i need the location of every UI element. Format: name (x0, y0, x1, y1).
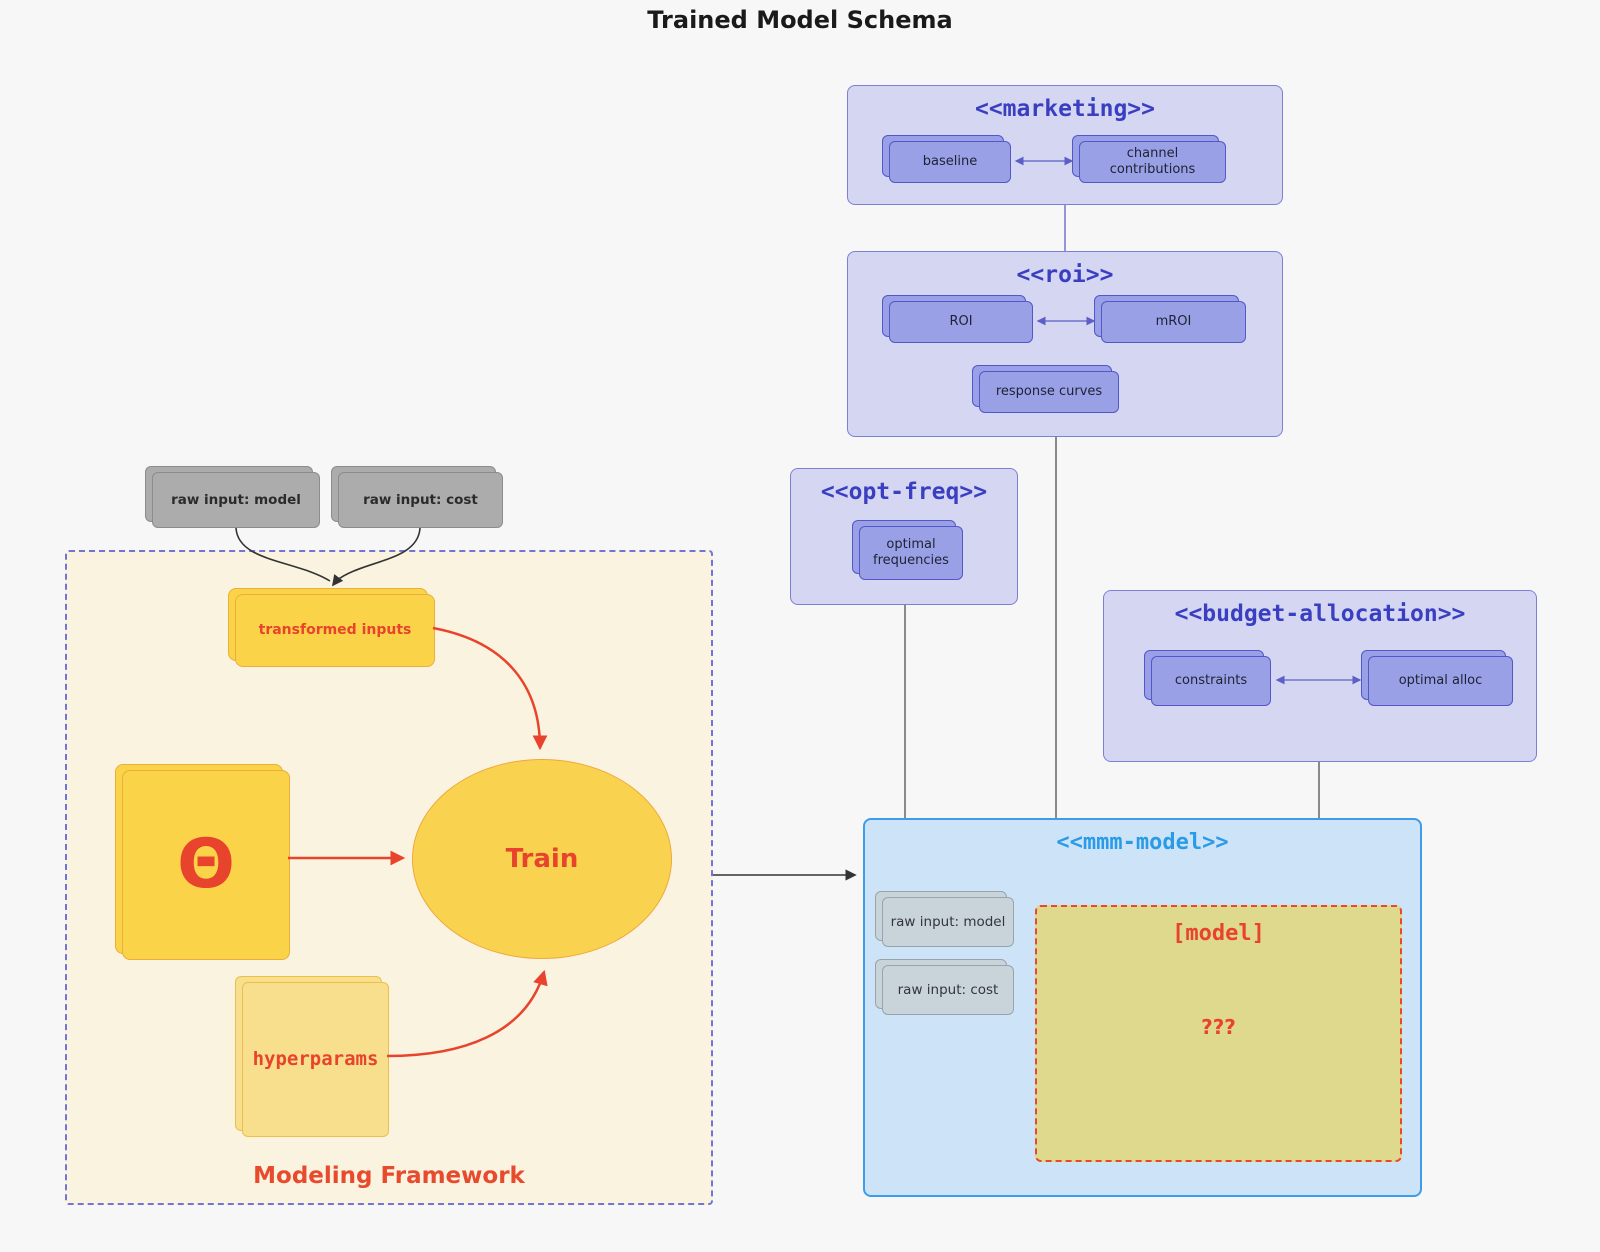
response-curves-node: response curves (972, 365, 1119, 413)
roi-label: ROI (949, 313, 973, 329)
model-label: [model] (1172, 921, 1265, 946)
opt-freq-subgraph: <<opt-freq>> optimal frequencies (790, 468, 1018, 605)
theta-node: Θ (115, 764, 290, 960)
transformed-inputs-node: transformed inputs (228, 588, 435, 667)
roi-subgraph: <<roi>> ROI mROI response curves (847, 251, 1283, 437)
opt-freq-title: <<opt-freq>> (820, 479, 988, 505)
raw-input-cost-node: raw input: cost (331, 466, 503, 528)
response-curves-label: response curves (995, 383, 1103, 399)
mmm-raw-input-cost-label: raw input: cost (897, 981, 999, 998)
page-title: Trained Model Schema (647, 6, 953, 34)
optimal-alloc-label: optimal alloc (1398, 672, 1483, 688)
model-unknown-label: ??? (1201, 1015, 1236, 1039)
optimal-frequencies-label: optimal frequencies (873, 536, 949, 568)
roi-title: <<roi>> (1016, 262, 1114, 288)
raw-input-cost-label: raw input: cost (363, 491, 478, 508)
roi-node: ROI (882, 295, 1033, 343)
hyperparams-label: hyperparams (252, 1047, 379, 1070)
hyperparams-node: hyperparams (235, 976, 389, 1137)
mmm-model-title: <<mmm-model>> (1056, 830, 1229, 855)
raw-input-model-label: raw input: model (171, 491, 301, 508)
mroi-label: mROI (1155, 313, 1192, 329)
baseline-node: baseline (882, 135, 1011, 183)
mmm-model-subgraph: <<mmm-model>> raw input: model raw input… (863, 818, 1422, 1197)
marketing-title: <<marketing>> (974, 96, 1155, 122)
constraints-node: constraints (1144, 650, 1271, 706)
modeling-framework-label: Modeling Framework (253, 1163, 525, 1189)
channel-contributions-label: channel contributions (1109, 145, 1196, 177)
train-node: Train (412, 759, 672, 959)
mroi-node: mROI (1094, 295, 1246, 343)
budget-allocation-subgraph: <<budget-allocation>> constraints optima… (1103, 590, 1537, 762)
constraints-label: constraints (1174, 672, 1248, 688)
train-label: Train (505, 844, 579, 874)
theta-glyph: Θ (177, 825, 235, 904)
mmm-raw-input-model-node: raw input: model (875, 891, 1014, 947)
mmm-raw-input-cost-node: raw input: cost (875, 959, 1014, 1015)
optimal-alloc-node: optimal alloc (1361, 650, 1513, 706)
transformed-inputs-label: transformed inputs (258, 621, 412, 638)
optimal-frequencies-node: optimal frequencies (852, 520, 963, 580)
baseline-label: baseline (922, 153, 978, 169)
budget-allocation-title: <<budget-allocation>> (1174, 601, 1466, 627)
channel-contributions-node: channel contributions (1072, 135, 1226, 183)
marketing-subgraph: <<marketing>> baseline channel contribut… (847, 85, 1283, 205)
model-placeholder-box: [model] ??? (1035, 905, 1402, 1162)
raw-input-model-node: raw input: model (145, 466, 320, 528)
modeling-framework-subgraph: transformed inputs Θ Train hyperparams M… (65, 550, 713, 1205)
mmm-raw-input-model-label: raw input: model (890, 913, 1006, 930)
